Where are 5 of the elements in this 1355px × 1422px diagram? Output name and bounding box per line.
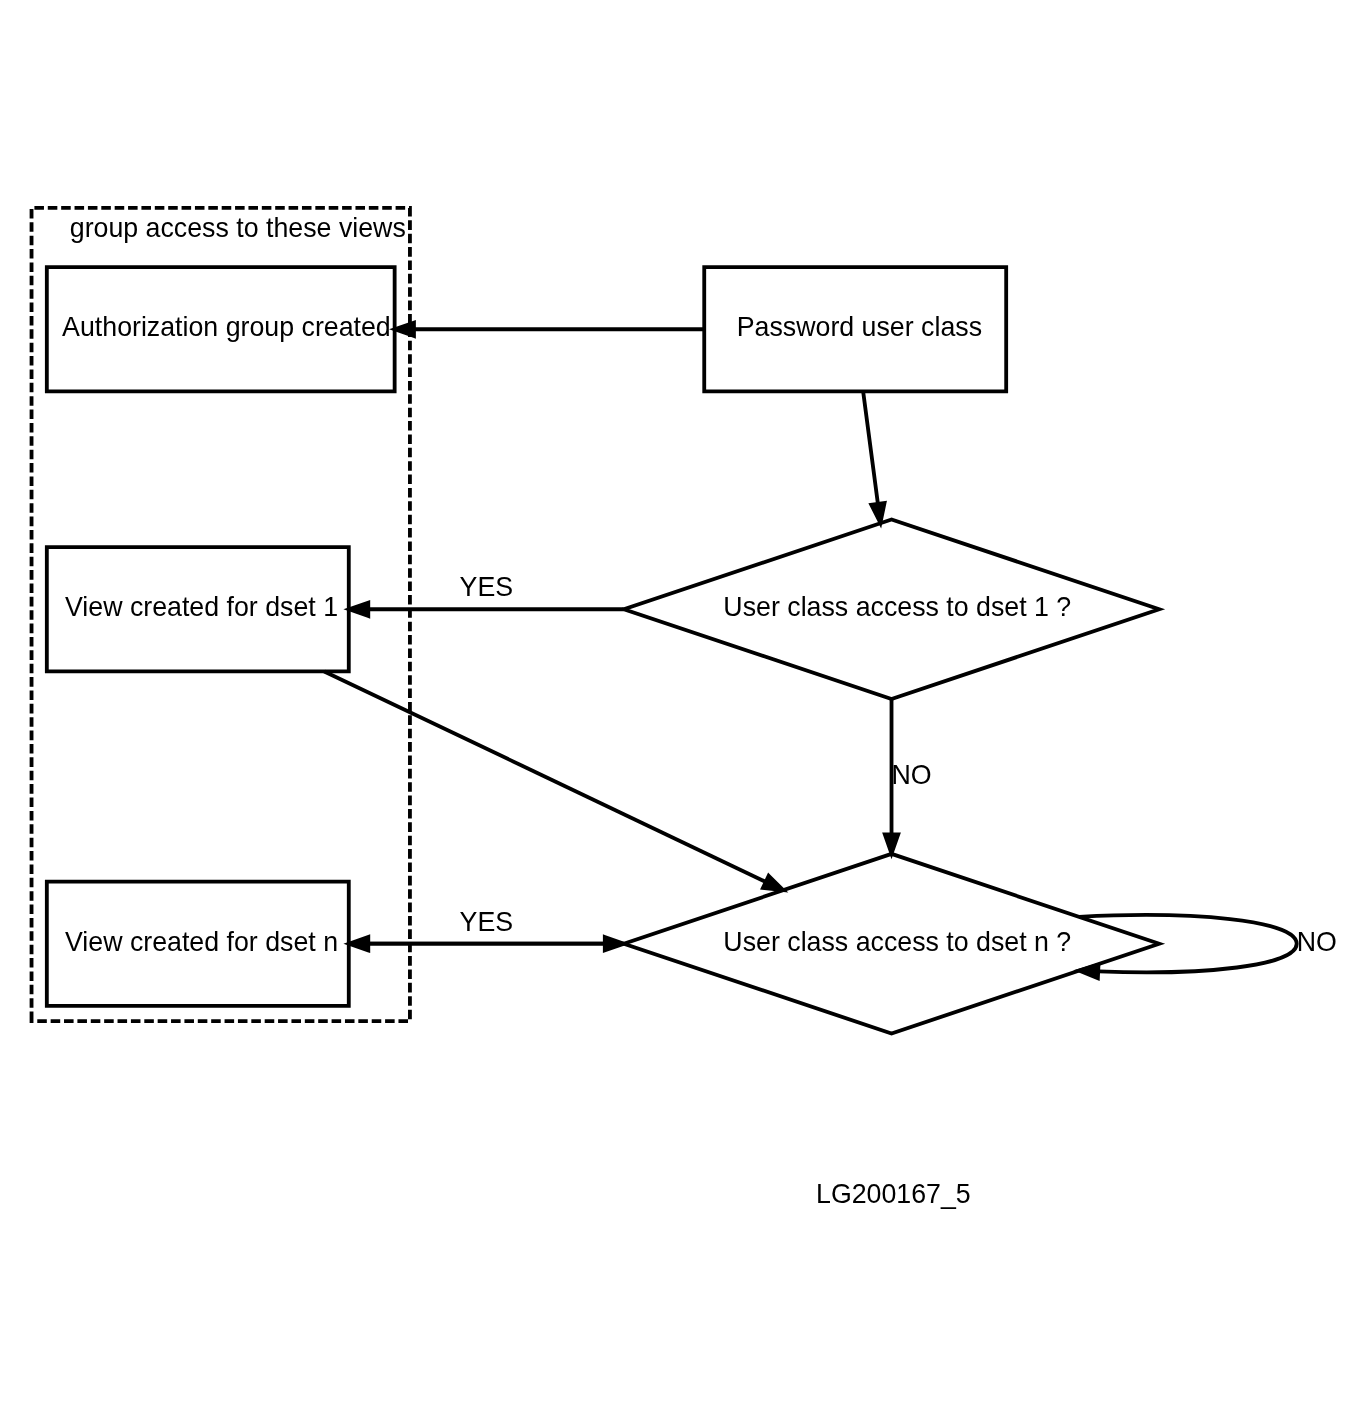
edge-label: YES <box>459 906 514 937</box>
edge-label: NO <box>891 759 932 790</box>
edge-label: NO <box>1296 926 1337 957</box>
label: LG200167_5 <box>816 1178 971 1209</box>
edge-label: YES <box>459 571 514 602</box>
